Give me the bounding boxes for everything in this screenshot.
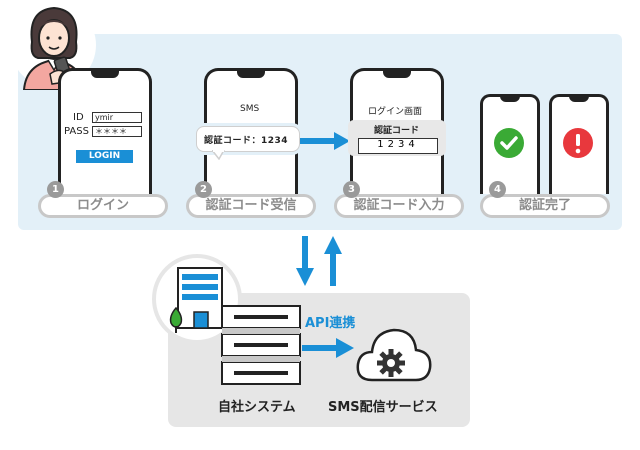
arrow-api-icon	[302, 338, 354, 358]
sms-header: SMS	[240, 104, 260, 114]
api-label: API連携	[305, 316, 356, 331]
step-3-number: 3	[343, 181, 360, 198]
arrow-down-icon	[296, 236, 314, 286]
server-icon	[221, 305, 301, 385]
step-3-label: 認証コード入力	[353, 198, 445, 213]
pass-input[interactable]: ＊＊＊＊	[92, 126, 142, 137]
phone-notch	[569, 96, 589, 102]
id-input[interactable]: ymir	[92, 112, 142, 123]
code-field-label: 認証コード	[374, 126, 420, 136]
phone-notch	[383, 70, 411, 78]
sms-message-text: 認証コード：1234	[204, 136, 289, 146]
checkmark-icon	[494, 128, 524, 158]
step-4-auth-complete: 認証完了	[480, 194, 610, 218]
arrow-right-icon	[300, 132, 350, 150]
step-3-enter-code: 認証コード入力	[334, 194, 464, 218]
phone-notch	[500, 96, 520, 102]
step-1-number: 1	[47, 181, 64, 198]
phone-notch	[91, 70, 119, 78]
id-label: ID	[73, 112, 84, 123]
step-2-receive-code: 認証コード受信	[186, 194, 316, 218]
exclamation-icon	[563, 128, 593, 158]
arrow-up-icon	[324, 236, 342, 286]
building-icon	[177, 267, 223, 329]
bubble-tail	[212, 150, 225, 160]
sms-service-label: SMS配信サービス	[328, 400, 438, 415]
login-button[interactable]: LOGIN	[76, 150, 133, 163]
pass-label: PASS	[64, 126, 89, 137]
gear-icon	[377, 349, 405, 377]
own-system-label: 自社システム	[218, 400, 296, 415]
tree-icon	[169, 306, 183, 333]
code-input[interactable]: 1234	[358, 138, 438, 154]
code-screen-title: ログイン画面	[368, 107, 423, 117]
step-2-label: 認証コード受信	[205, 198, 297, 213]
step-1-label: ログイン	[76, 198, 129, 213]
step-2-number: 2	[195, 181, 212, 198]
user-avatar-icon	[22, 6, 86, 90]
step-1-login: ログイン	[38, 194, 168, 218]
step-4-number: 4	[489, 181, 506, 198]
phone-notch	[237, 70, 265, 78]
sms-message-bubble	[196, 126, 300, 152]
step-4-label: 認証完了	[518, 198, 571, 213]
